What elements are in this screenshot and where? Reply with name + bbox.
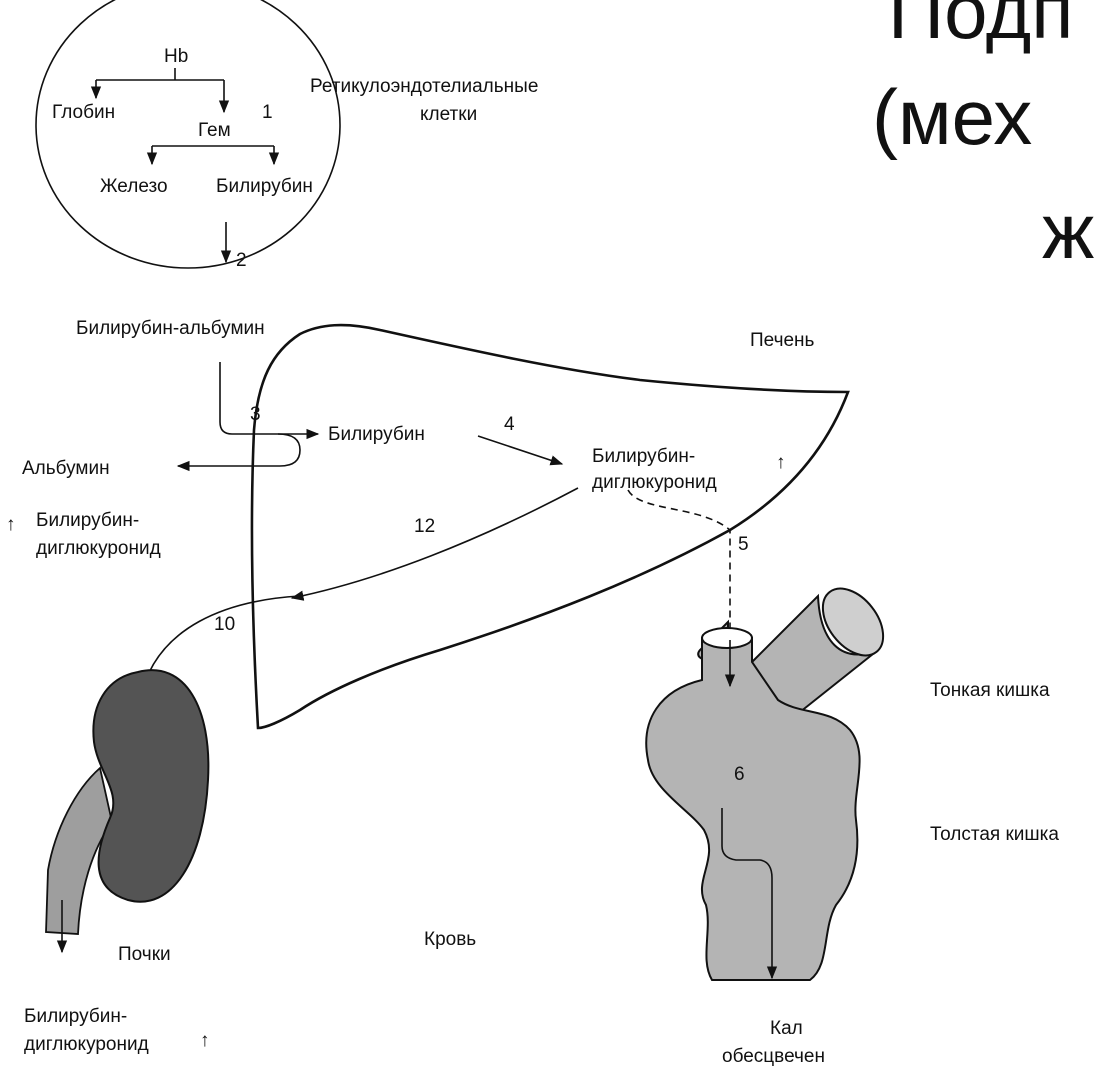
reticuloendothelial-label-line-1: Ретикулоэндотелиальные [310,76,538,97]
albumin-label: Альбумин [22,458,110,479]
bilirubin-albumin-label: Билирубин-альбумин [76,318,265,339]
duodenum-opening [702,628,752,648]
step-10-label: 10 [214,614,235,635]
step-12-label: 12 [414,516,435,537]
slide-title-line-3: ж [1042,187,1094,275]
bilirubin-diglucuronide-bottom-label-line-2: диглюкуронид [24,1034,149,1055]
bilirubin-diglucuronide-left-label-line-1: Билирубин- [36,510,139,531]
increase-indicator-liver: ↑ [776,452,786,473]
feces-label-line-1: Кал [770,1018,803,1039]
slide-title-line-1: Подп [888,0,1073,55]
iron-label: Железо [100,176,168,197]
globin-label: Глобин [52,102,115,123]
kidney-shape [93,670,208,902]
large-intestine-label: Толстая кишка [930,824,1059,845]
step-5-label: 5 [738,534,749,555]
liver-label: Печень [750,330,815,351]
bilirubin-liver-label: Билирубин [328,424,425,445]
bilirubin-diglucuronide-left-label-line-2: диглюкуронид [36,538,161,559]
step-2-label: 2 [236,250,247,271]
increase-indicator-left: ↑ [6,514,16,535]
blood-label: Кровь [424,929,476,950]
step-6-label: 6 [734,764,745,785]
step-1-label: 1 [262,102,273,123]
bilirubin-diglucuronide-liver-label-line-1: Билирубин- [592,446,695,467]
step-4-label: 4 [504,414,515,435]
increase-indicator-bottom: ↑ [200,1030,210,1051]
kidneys-label: Почки [118,944,171,965]
feces-label-line-2: обесцвечен [722,1046,825,1067]
reticuloendothelial-cell-circle [36,0,340,268]
bilirubin-diglucuronide-liver-label-line-2: диглюкуронид [592,472,717,493]
step-3-label: 3 [250,404,261,425]
slide-title-line-2: (мех [872,73,1032,161]
bilirubin-diglucuronide-bottom-label-line-1: Билирубин- [24,1006,127,1027]
hb-label: Hb [164,46,188,67]
gem-label: Гем [198,120,231,141]
reticuloendothelial-label-line-2: клетки [420,104,477,125]
small-intestine-label: Тонкая кишка [930,680,1050,701]
bilirubin-cell-label: Билирубин [216,176,313,197]
